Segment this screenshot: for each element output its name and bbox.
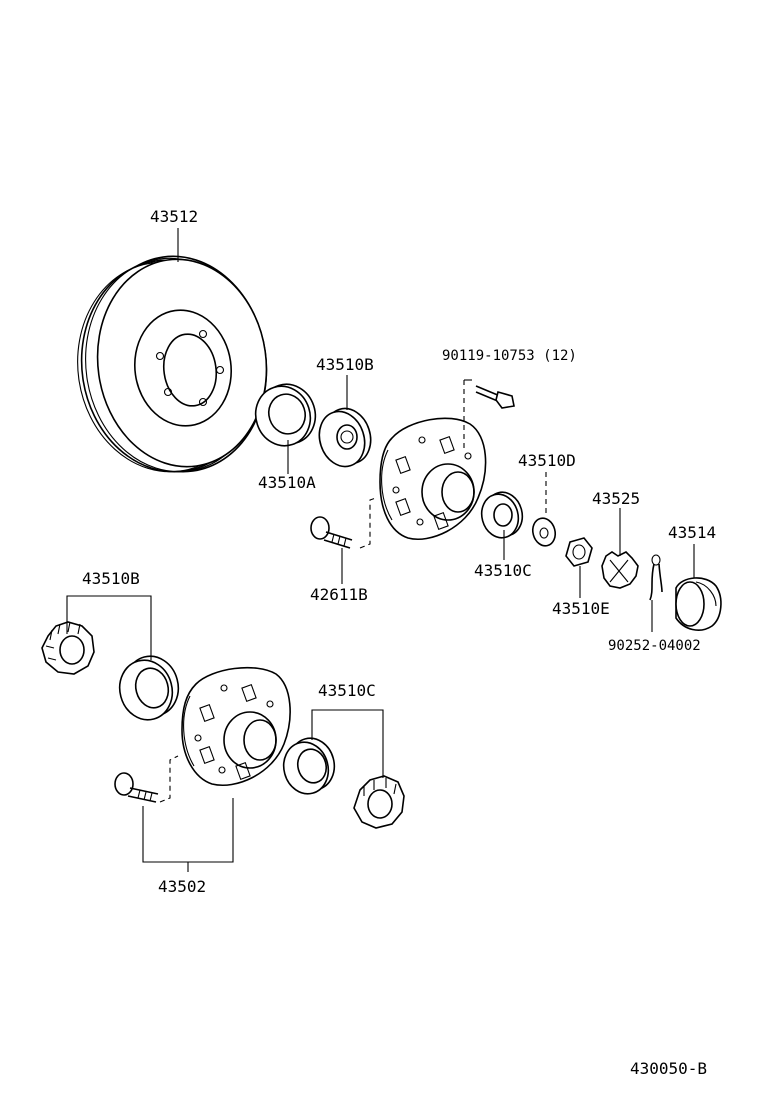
inner-bearing-cone-lower: [353, 775, 405, 829]
hub-upper: [379, 417, 487, 540]
leader-stud-dashed: [359, 497, 377, 549]
label-bearing-outer-upper: 43510B: [316, 355, 374, 374]
outer-bearing-cup-lower: [118, 655, 180, 721]
leader-inner-bearing-lower: [311, 709, 384, 778]
label-hub-assy: 43502: [158, 877, 206, 896]
label-bolt: 90119-10753 (12): [442, 348, 577, 364]
hub-nut: [565, 537, 593, 567]
hub-bolt: [475, 385, 515, 409]
cotter-pin: [649, 554, 663, 601]
label-washer: 43510D: [518, 451, 576, 470]
inner-bearing-upper: [480, 491, 524, 539]
grease-cap: [675, 577, 722, 631]
label-cap: 43514: [668, 523, 716, 542]
leader-bearing-lower: [66, 595, 152, 660]
wheel-stud-lower: [114, 772, 159, 803]
inner-bearing-cup-lower: [282, 737, 336, 795]
oil-seal: [254, 383, 317, 447]
leader-stud-lower-dashed: [159, 755, 179, 803]
leader-hub-assy: [142, 798, 234, 863]
thrust-washer: [531, 517, 557, 547]
label-nut: 43510E: [552, 599, 610, 618]
brake-disc: [77, 255, 268, 473]
label-inner-bearing-lower: 43510C: [318, 681, 376, 700]
label-disc: 43512: [150, 207, 198, 226]
label-cotter-pin: 90252-04002: [608, 638, 701, 654]
label-inner-bearing-upper: 43510C: [474, 561, 532, 580]
diagram-code: 430050-B: [630, 1059, 707, 1078]
label-nut-lock: 43525: [592, 489, 640, 508]
label-stud: 42611B: [310, 585, 368, 604]
outer-bearing-cone-lower: [41, 621, 95, 675]
nut-lock-cap: [601, 551, 639, 589]
label-seal: 43510A: [258, 473, 316, 492]
outer-bearing-upper: [318, 407, 372, 468]
wheel-stud-upper: [310, 516, 353, 549]
label-bearing-outer-lower: 43510B: [82, 569, 140, 588]
hub-lower: [181, 666, 291, 786]
